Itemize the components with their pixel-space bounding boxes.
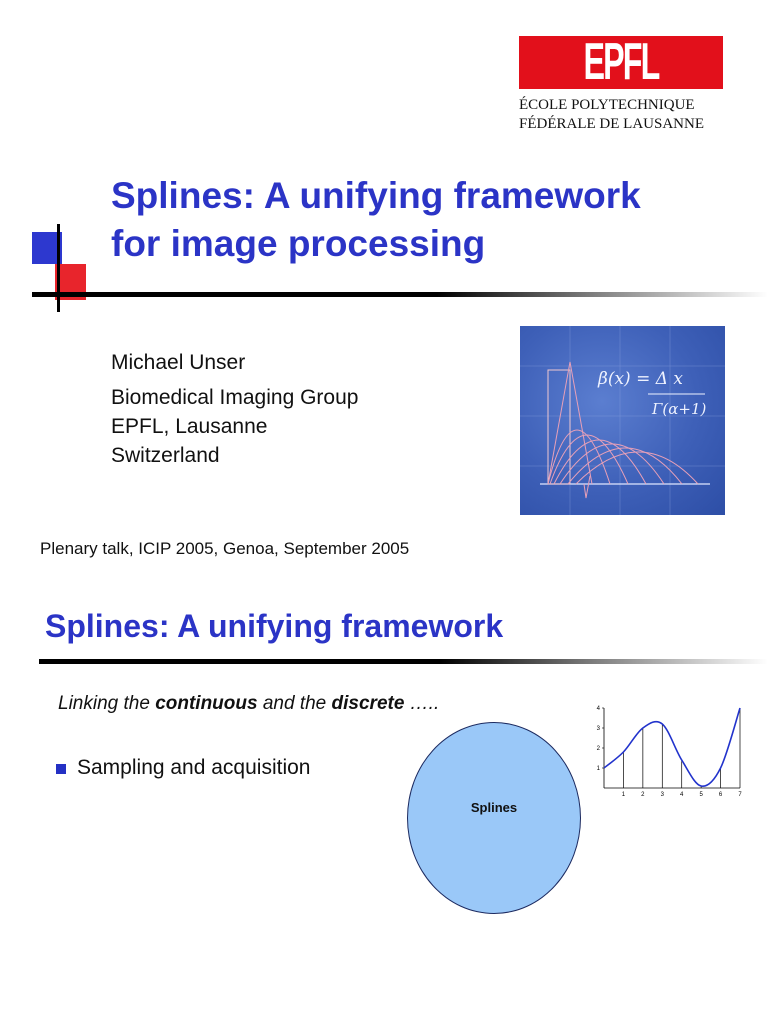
linking-emphasis-discrete: discrete xyxy=(331,693,405,714)
linking-text-1: Linking the xyxy=(58,693,156,714)
x-tick-label: 6 xyxy=(719,792,723,798)
y-tick-label: 1 xyxy=(597,766,601,772)
slide2-title: Splines: A unifying framework xyxy=(45,608,504,644)
school-name: ÉCOLE POLYTECHNIQUE FÉDÉRALE DE LAUSANNE xyxy=(519,97,704,132)
linking-text-3: ….. xyxy=(404,693,440,714)
epfl-logo: EPFL xyxy=(519,36,723,89)
x-tick-label: 1 xyxy=(622,792,626,798)
y-tick-label: 4 xyxy=(597,706,601,712)
author-name: Michael Unser xyxy=(111,351,246,374)
talk-info: Plenary talk, ICIP 2005, Genoa, Septembe… xyxy=(40,539,410,558)
slide1-title: Splines: A unifying framework for image … xyxy=(111,175,641,264)
splines-circle xyxy=(407,722,581,914)
x-tick-label: 2 xyxy=(641,792,645,798)
blackboard-photo: β(x) = Δ x Γ(α+1) xyxy=(520,326,725,515)
svg-text:Γ(α+1): Γ(α+1) xyxy=(651,400,707,418)
x-tick-label: 3 xyxy=(661,792,665,798)
x-tick-label: 7 xyxy=(738,792,742,798)
spline-sampling-chart: 1 2 3 4 1 2 3 4 5 6 7 xyxy=(597,706,743,798)
linking-text-2: and the xyxy=(257,693,332,714)
blackboard-drawing: β(x) = Δ x Γ(α+1) xyxy=(520,326,725,515)
title-rule xyxy=(39,659,768,664)
splines-label: Splines xyxy=(470,800,518,815)
spline-curve xyxy=(603,707,741,787)
x-tick-label: 5 xyxy=(699,792,703,798)
y-tick-label: 2 xyxy=(597,746,601,752)
blackboard-formula: β(x) = Δ x xyxy=(597,369,683,389)
epfl-wordmark: EPFL xyxy=(583,36,661,89)
y-tick-label: 3 xyxy=(597,726,601,732)
decor-vertical-bar xyxy=(57,224,60,312)
x-tick-label: 4 xyxy=(680,792,684,798)
linking-emphasis-continuous: continuous xyxy=(155,693,258,714)
author-affiliation: Biomedical Imaging Group EPFL, Lausanne … xyxy=(111,386,359,467)
title-rule xyxy=(32,292,768,297)
author-block: Michael Unser Biomedical Imaging Group E… xyxy=(111,348,471,470)
bullet-square-icon xyxy=(56,764,66,774)
linking-sentence: Linking the continuous and the discrete … xyxy=(58,693,439,715)
bullet-sampling: Sampling and acquisition xyxy=(77,756,311,779)
